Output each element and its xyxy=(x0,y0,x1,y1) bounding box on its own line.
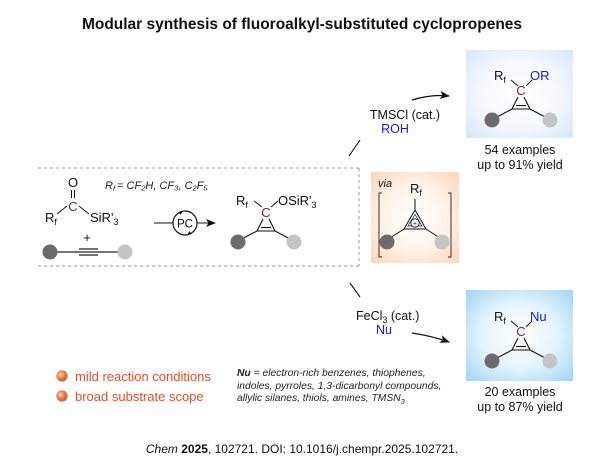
ring-carbon: C xyxy=(516,83,525,98)
nu-group: Nu xyxy=(530,309,547,324)
features-list: mild reaction conditions broad substrate… xyxy=(57,366,211,406)
nu-line-1: electron-rich benzenes, thiophenes, xyxy=(262,368,426,379)
ring-carbon: C xyxy=(516,324,525,339)
examples-count: 54 examples xyxy=(484,143,556,157)
alkyne-structure xyxy=(42,244,133,260)
top-yield-caption: 54 examples up to 91% yield xyxy=(460,143,580,173)
nu-line-3: allylic silanes, thiols, amines, TMSN xyxy=(237,393,401,404)
rf-group: Rf xyxy=(494,68,506,85)
nucleophile-scope-note: Nu = electron-rich benzenes, thiophenes,… xyxy=(237,368,441,409)
rf-group: Rf xyxy=(45,210,57,227)
substituent-ball-dark xyxy=(42,244,58,260)
reagent-roh: ROH xyxy=(381,122,409,136)
silyl-group: SiR'3 xyxy=(90,210,118,227)
nucleophile-product: Rf C Nu xyxy=(466,290,573,381)
oxygen-atom: O xyxy=(68,175,78,190)
rf-definition: Rf= CF₂H, CF₃, C₂F₅ xyxy=(105,180,208,193)
acylsilane-structure: O C Rf SiR'3 + xyxy=(45,175,118,245)
bracket-right xyxy=(448,192,452,258)
nu-line-2: indoles, pyrroles, 1,3-dicarbonyl compou… xyxy=(237,380,442,392)
journal-name: Chem xyxy=(145,442,178,456)
reagent-tmscl: TMSCl (cat.) xyxy=(370,108,440,122)
starting-box xyxy=(38,167,360,267)
osilyl-group: OSiR'3 xyxy=(278,193,317,210)
cyclopropenium-intermediate: via Rf + xyxy=(371,172,459,263)
citation: Chem 2025, 102721. DOI: 10.1016/j.chempr… xyxy=(0,442,604,456)
or-group: OR xyxy=(530,68,550,83)
nu-label: Nu xyxy=(237,368,251,379)
silyloxy-cyclopropene: Rf C OSiR'3 xyxy=(230,193,317,250)
bullet-icon xyxy=(57,371,67,381)
publication-year: 2025 xyxy=(181,442,208,456)
branch-line-bottom xyxy=(349,282,361,298)
carbonyl-carbon: C xyxy=(68,199,77,214)
rf-group: Rf xyxy=(494,309,506,326)
arrow-to-ether-product xyxy=(411,90,450,101)
branch-line-top xyxy=(348,139,361,157)
subscript: 3 xyxy=(400,397,405,407)
rf-group: Rf xyxy=(236,193,248,210)
examples-count: 20 examples xyxy=(484,385,556,399)
positive-charge-icon xyxy=(410,218,420,228)
max-yield: up to 87% yield xyxy=(477,400,563,414)
feature-item: mild reaction conditions xyxy=(57,366,211,386)
arrow-to-nu-product xyxy=(411,332,450,343)
scheme-title: Modular synthesis of fluoroalkyl-substit… xyxy=(81,16,523,33)
feature-item: broad substrate scope xyxy=(57,386,211,406)
ether-product: Rf C OR xyxy=(466,50,573,138)
plus-sign: + xyxy=(83,230,91,245)
reagent-nu: Nu xyxy=(376,323,392,337)
reagent-fecl3: FeCl3 (cat.) xyxy=(356,309,419,325)
doi-text: , 102721. DOI: 10.1016/j.chempr.2025.102… xyxy=(207,442,459,456)
charge-symbol: + xyxy=(413,221,417,228)
pc-label: PC xyxy=(177,219,193,231)
photocatalyst-cycle: PC xyxy=(154,210,216,236)
substituent-ball-light xyxy=(117,244,133,260)
via-label: via xyxy=(378,178,392,190)
feature-text: broad substrate scope xyxy=(75,388,204,404)
max-yield: up to 91% yield xyxy=(477,158,563,172)
rf-group: Rf xyxy=(410,181,422,198)
ring-carbon: C xyxy=(261,205,270,220)
feature-text: mild reaction conditions xyxy=(75,368,211,384)
bottom-yield-caption: 20 examples up to 87% yield xyxy=(460,385,580,415)
bullet-icon xyxy=(57,391,67,401)
equals-sign: = xyxy=(250,368,263,379)
bracket-left xyxy=(378,192,382,258)
